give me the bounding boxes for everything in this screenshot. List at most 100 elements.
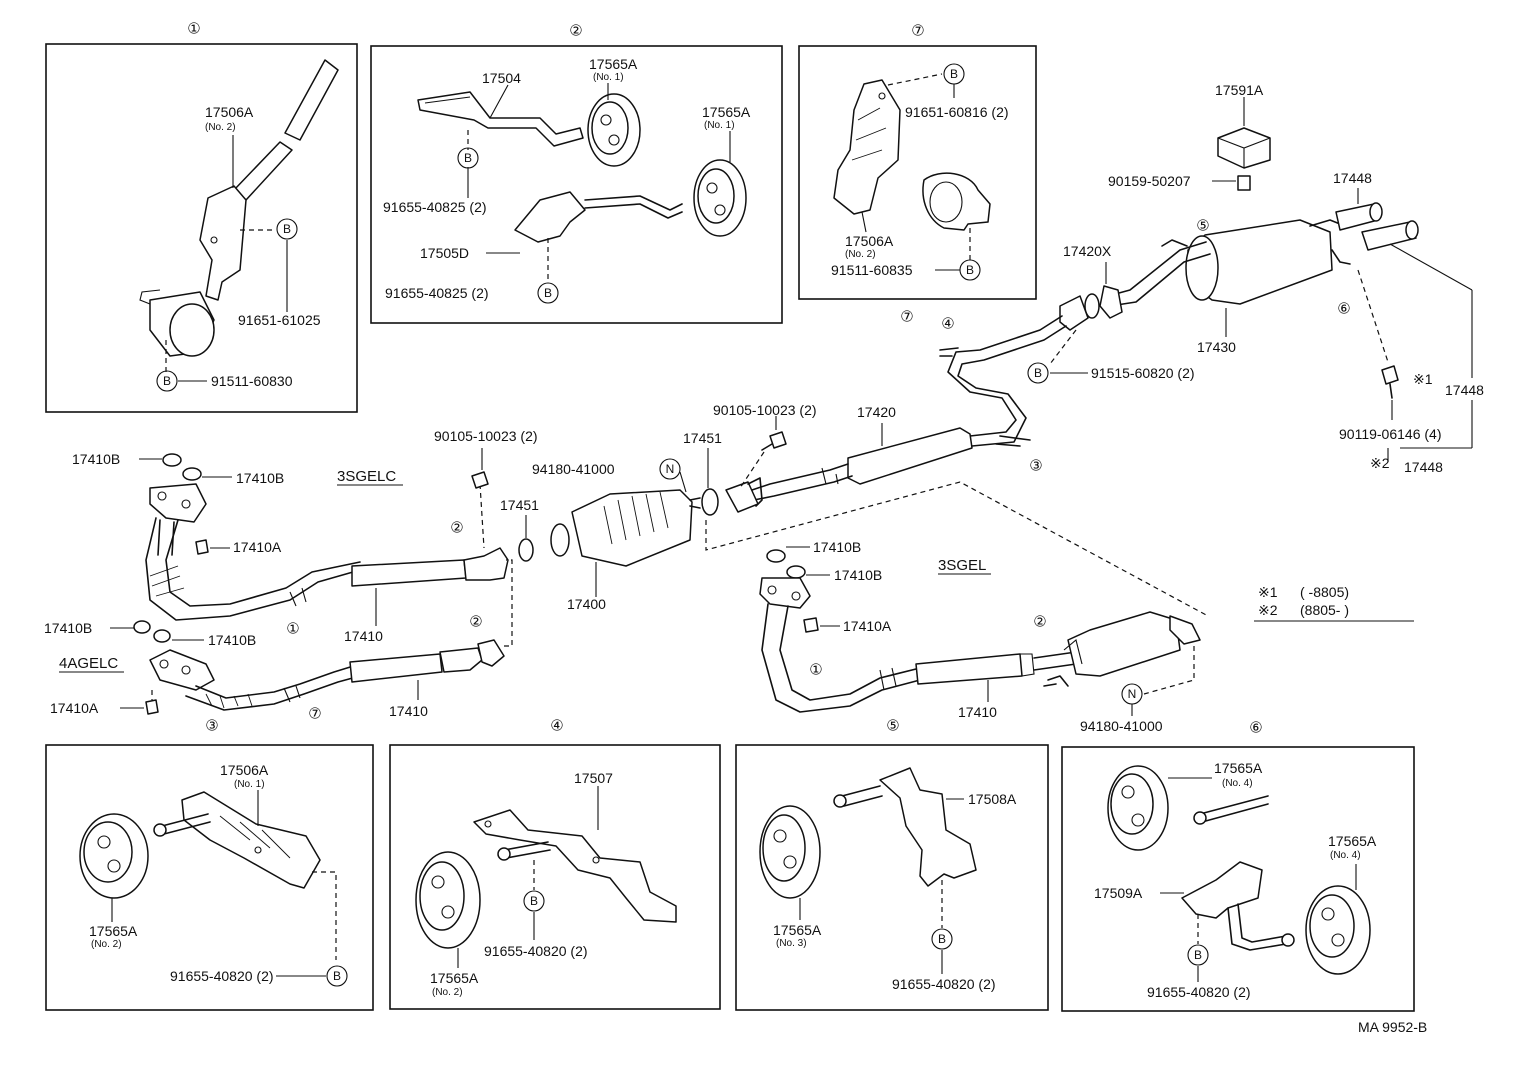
pipe-17420 bbox=[751, 463, 849, 491]
pipe-split bbox=[157, 519, 175, 556]
hanger-rod bbox=[503, 841, 551, 859]
legend: ※1 ( -8805) ※2 (8805- ) bbox=[1254, 584, 1414, 622]
callout-b: B bbox=[1034, 366, 1042, 380]
pipe-clamp bbox=[821, 467, 839, 485]
panel-1-box bbox=[45, 43, 358, 413]
leader-dash bbox=[1143, 646, 1195, 695]
callout-b: B bbox=[333, 969, 341, 983]
part-sublabel-no4: (No. 4) bbox=[1330, 850, 1361, 861]
rod-end bbox=[1193, 811, 1207, 825]
callout-b-circle bbox=[156, 370, 178, 392]
pipe-body-17410 bbox=[915, 653, 1023, 685]
part-label-17505D: 17505D bbox=[420, 245, 469, 261]
bracket-17509A bbox=[1181, 861, 1263, 919]
bracket-17506A bbox=[181, 791, 321, 889]
hanger-rod bbox=[995, 435, 1031, 447]
gasket-17451 bbox=[518, 538, 534, 562]
bracket-hole bbox=[254, 846, 262, 854]
leader-line bbox=[489, 84, 509, 119]
callout-b: B bbox=[283, 222, 291, 236]
callout-b-circle bbox=[537, 282, 559, 304]
callout-b: B bbox=[938, 932, 946, 946]
section-number-1-callout-a: ① bbox=[286, 621, 299, 638]
bolt-90105-10023 bbox=[769, 431, 787, 449]
rear-muffler-area: B 17591A 90159-50207 17448 17420X 17430 … bbox=[1027, 82, 1484, 475]
part-label-17448: 17448 bbox=[1404, 459, 1443, 475]
part-sublabel-no2: (No. 2) bbox=[432, 987, 463, 998]
section-number-6-callout: ⑥ bbox=[1337, 301, 1350, 318]
part-label-17506A: 17506A bbox=[845, 233, 894, 249]
section-number-2-callout-c: ② bbox=[1033, 614, 1046, 631]
panel-2: B B 17504 17565A (No. 1) 17565A (No. 1) … bbox=[383, 56, 751, 304]
hanger-bracket-17506A bbox=[199, 185, 247, 301]
rod-end bbox=[1281, 933, 1295, 947]
mount-hole bbox=[608, 134, 620, 146]
part-label-17448: 17448 bbox=[1333, 170, 1372, 186]
part-label-17410: 17410 bbox=[389, 703, 428, 719]
callout-b: B bbox=[464, 151, 472, 165]
flange-hole bbox=[157, 491, 167, 501]
bracket-hole bbox=[878, 92, 886, 100]
part-label-17410A: 17410A bbox=[233, 539, 282, 555]
section-number-5-callout: ⑤ bbox=[1196, 218, 1209, 235]
section-number-7-callout-b: ⑦ bbox=[308, 706, 321, 723]
bracket-hole bbox=[592, 856, 600, 864]
drawing-code: MA 9952-B bbox=[1358, 1019, 1427, 1035]
mount-hole bbox=[714, 204, 726, 216]
callout-n-circle bbox=[659, 458, 681, 480]
section-number-6: ⑥ bbox=[1249, 720, 1262, 737]
resonator-17420 bbox=[847, 427, 973, 485]
part-label-90105-10023: 90105-10023 (2) bbox=[713, 402, 817, 418]
mount-hole bbox=[441, 905, 455, 919]
hanger-rod bbox=[1199, 795, 1269, 823]
part-sublabel-no4: (No. 4) bbox=[1222, 778, 1253, 789]
part-label-17410B: 17410B bbox=[813, 539, 861, 555]
mount-hole bbox=[1131, 813, 1145, 827]
leader-dash bbox=[887, 73, 943, 86]
hanger-rod bbox=[1331, 249, 1351, 265]
mount-hole bbox=[1321, 907, 1335, 921]
part-label-90105-10023: 90105-10023 (2) bbox=[434, 428, 538, 444]
converter-outlet bbox=[689, 497, 701, 509]
flange-hole bbox=[159, 659, 169, 669]
marker-2: ※2 bbox=[1370, 455, 1390, 471]
section-number-1: ① bbox=[187, 21, 200, 38]
section-number-7: ⑦ bbox=[911, 23, 924, 40]
part-label-17506A: 17506A bbox=[205, 104, 254, 120]
clip-90159-50207 bbox=[1237, 175, 1251, 191]
part-label-17565A: 17565A bbox=[773, 922, 822, 938]
leader-dash bbox=[739, 451, 765, 489]
leader-line bbox=[861, 211, 867, 233]
hanger-17504 bbox=[417, 91, 584, 147]
hanger-rod bbox=[939, 347, 959, 357]
gasket-17410B bbox=[162, 453, 182, 467]
part-label-17507: 17507 bbox=[574, 770, 613, 786]
section-number-2-callout-b: ② bbox=[469, 614, 482, 631]
pipe-17420 bbox=[957, 325, 1067, 447]
flange-hole bbox=[181, 665, 191, 675]
part-label-17410B: 17410B bbox=[72, 451, 120, 467]
panel-6: B 17565A (No. 4) 17565A (No. 4) 17509A 9… bbox=[1094, 760, 1377, 1000]
front-pipe-3sgel: 3SGEL N 17410B 17410B 17410A 17410 94180… bbox=[759, 539, 1201, 734]
center-pipe-assembly: N 90105-10023 (2) 17420 17451 94180-4100… bbox=[500, 315, 1209, 617]
part-label-17410B: 17410B bbox=[44, 620, 92, 636]
legend-marker-2: ※2 bbox=[1258, 602, 1278, 618]
part-label-17565A: 17565A bbox=[589, 56, 638, 72]
part-label-17591A: 17591A bbox=[1215, 82, 1264, 98]
panel-7-box bbox=[798, 45, 1037, 300]
clamp-opening bbox=[929, 181, 963, 223]
muffler-end bbox=[1063, 639, 1083, 665]
pipe-clamp bbox=[283, 685, 301, 703]
part-label-91655-40825: 91655-40825 (2) bbox=[385, 285, 489, 301]
part-label-91655-40820: 91655-40820 (2) bbox=[170, 968, 274, 984]
part-label-17504: 17504 bbox=[482, 70, 521, 86]
pipe-clamp bbox=[1020, 653, 1035, 677]
part-label-91651-61025: 91651-61025 bbox=[238, 312, 321, 328]
callout-b: B bbox=[1194, 948, 1202, 962]
part-label-17410B: 17410B bbox=[834, 567, 882, 583]
part-label-17506A: 17506A bbox=[220, 762, 269, 778]
part-label-17565A: 17565A bbox=[89, 923, 138, 939]
part-label-17410B: 17410B bbox=[208, 632, 256, 648]
panel-3-box bbox=[45, 744, 374, 1011]
mount-hole bbox=[783, 855, 797, 869]
